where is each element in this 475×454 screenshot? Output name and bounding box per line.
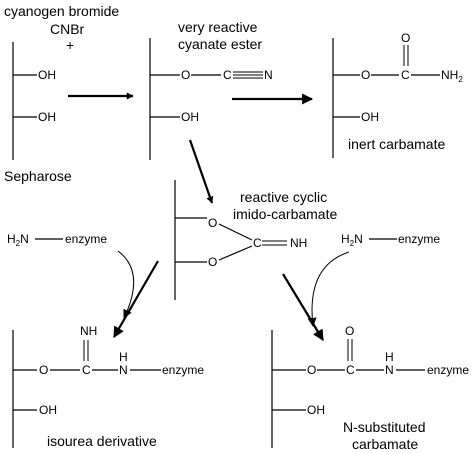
- atom-h2n: H2N: [341, 232, 363, 248]
- atom-n: N: [119, 363, 128, 377]
- structure-sepharose-diol: OH OH: [12, 42, 56, 160]
- caption-imido-carbamate: imido-carbamate: [233, 206, 337, 222]
- atom-oh-lower: OH: [38, 110, 56, 124]
- label-enzyme: enzyme: [427, 363, 469, 377]
- atom-oh: OH: [307, 403, 325, 417]
- caption-sepharose: Sepharose: [4, 168, 72, 184]
- caption-cyanogen-bromide: cyanogen bromide: [4, 3, 119, 19]
- atom-nh: NH: [290, 236, 307, 250]
- atom-n: N: [385, 363, 394, 377]
- structure-inert-carbamate: O C O NH2 OH: [332, 31, 463, 158]
- atom-h: H: [119, 350, 128, 364]
- enzyme-amine-right: H2N enzyme: [341, 232, 440, 248]
- atom-o-lower: O: [208, 255, 217, 269]
- enzyme-amine-left: H2N enzyme: [7, 232, 107, 248]
- atom-c: C: [223, 68, 232, 82]
- caption-cnbr: CNBr: [50, 21, 85, 37]
- curved-arrow-enzyme-right: [307, 251, 350, 327]
- atom-o: O: [39, 363, 48, 377]
- atom-o-upper: O: [208, 216, 217, 230]
- arrow-cyanate-to-cyclic: [188, 139, 214, 204]
- structure-isourea-derivative: O C NH N H enzyme OH: [12, 324, 204, 448]
- structure-cyclic-imido-carbamate: O O C NH: [174, 180, 307, 300]
- caption-isourea-derivative: isourea derivative: [47, 433, 157, 449]
- label-enzyme: enzyme: [162, 363, 204, 377]
- atom-o-carbonyl: O: [401, 31, 410, 45]
- atom-o-carbonyl: O: [345, 324, 354, 338]
- structure-n-substituted-carbamate: O C O N H enzyme OH: [271, 324, 469, 448]
- atom-o: O: [181, 68, 190, 82]
- arrow-cyclic-to-n-substituted: [282, 273, 324, 341]
- caption-reactive-cyclic: reactive cyclic: [240, 189, 327, 205]
- label-enzyme: enzyme: [65, 232, 107, 246]
- label-enzyme: enzyme: [398, 232, 440, 246]
- atom-c: C: [253, 236, 262, 250]
- atom-nh: NH: [80, 324, 97, 338]
- atom-o: O: [307, 363, 316, 377]
- caption-very-reactive: very reactive: [178, 19, 258, 35]
- atom-c: C: [346, 363, 355, 377]
- atom-c: C: [401, 68, 410, 82]
- caption-plus: +: [66, 37, 74, 53]
- atom-c: C: [82, 363, 91, 377]
- caption-carbamate: carbamate: [352, 436, 418, 452]
- atom-o: O: [361, 68, 370, 82]
- atom-oh-upper: OH: [38, 68, 56, 82]
- structure-cyanate-ester: O C N OH: [149, 38, 273, 160]
- curved-arrow-enzyme-left: [117, 250, 135, 319]
- caption-inert-carbamate: inert carbamate: [348, 136, 445, 152]
- atom-n: N: [264, 68, 273, 82]
- atom-oh: OH: [361, 110, 379, 124]
- atom-oh: OH: [39, 403, 57, 417]
- atom-h2n: H2N: [7, 232, 29, 248]
- caption-n-substituted: N-substituted: [343, 419, 425, 435]
- atom-nh2: NH2: [441, 68, 463, 84]
- arrow-cyclic-to-isourea: [113, 260, 159, 338]
- caption-cyanate-ester: cyanate ester: [178, 36, 262, 52]
- atom-oh: OH: [181, 110, 199, 124]
- atom-h: H: [385, 350, 394, 364]
